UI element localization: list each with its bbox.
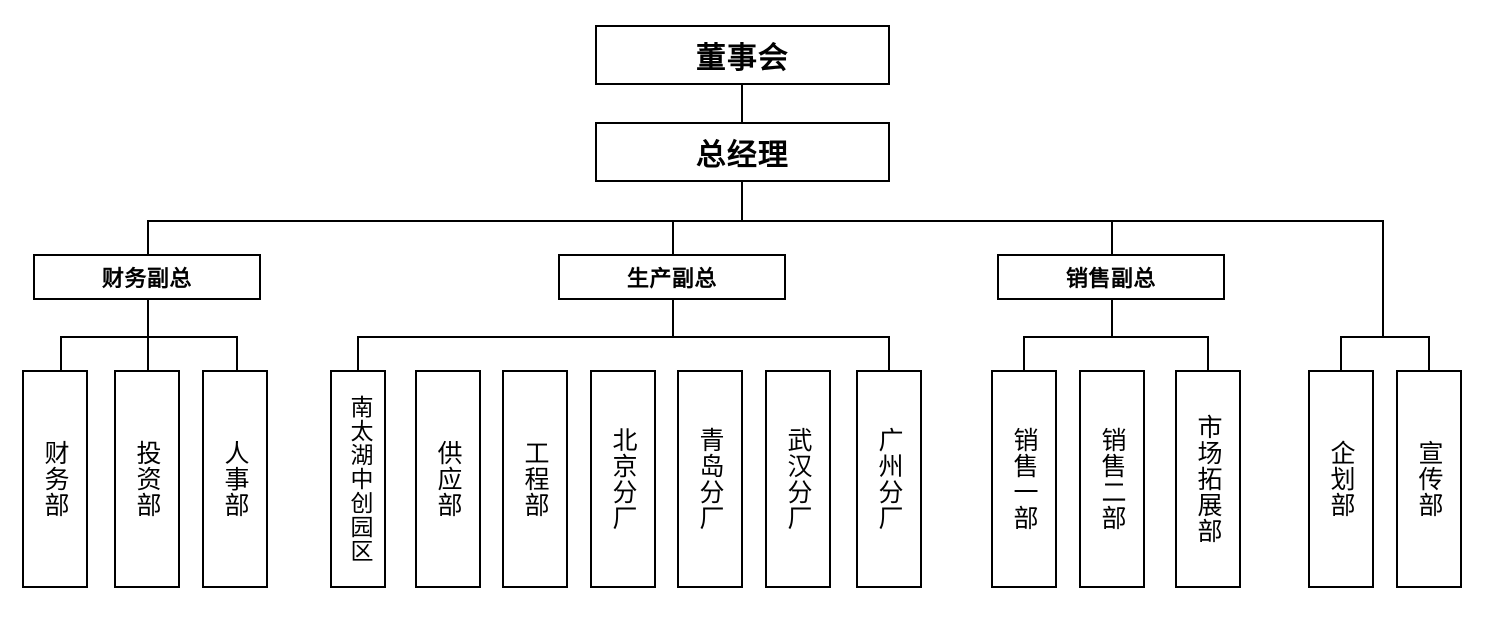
node-dept-production-4-label: 青岛分厂 (696, 427, 725, 531)
node-dept-finance-2[interactable]: 人事部 (202, 370, 268, 588)
node-dept-sales-2[interactable]: 市场拓展部 (1175, 370, 1241, 588)
node-dept-finance-0[interactable]: 财务部 (22, 370, 88, 588)
node-general-manager-label: 总经理 (696, 138, 789, 173)
node-dept-production-1[interactable]: 供应部 (415, 370, 481, 588)
node-dept-production-6[interactable]: 广州分厂 (856, 370, 922, 588)
connector-bus-to-vp-sales (1111, 220, 1113, 254)
node-general-manager[interactable]: 总经理 (595, 122, 890, 182)
node-dept-direct-1-label: 宣传部 (1415, 440, 1444, 518)
node-dept-production-3[interactable]: 北京分厂 (590, 370, 656, 588)
node-dept-production-3-label: 北京分厂 (609, 427, 638, 531)
connector-board-to-gm (741, 85, 743, 122)
node-dept-sales-0-label: 销售一部 (1010, 427, 1039, 531)
node-dept-sales-1[interactable]: 销售二部 (1079, 370, 1145, 588)
connector-main-bus (147, 220, 1384, 222)
connector-direct-bus (1340, 336, 1430, 338)
node-dept-finance-2-label: 人事部 (221, 440, 250, 518)
connector-gm-stem (741, 182, 743, 221)
connector-direct-to-dept-1 (1428, 336, 1430, 370)
node-dept-production-2-label: 工程部 (521, 440, 550, 518)
connector-production-to-dept-6 (888, 336, 890, 370)
node-dept-production-5-label: 武汉分厂 (784, 427, 813, 531)
node-dept-direct-0[interactable]: 企划部 (1308, 370, 1374, 588)
connector-production-to-dept-0 (357, 336, 359, 370)
connector-vp-sales-stem (1111, 300, 1113, 337)
node-vp-sales-label: 销售副总 (1065, 267, 1156, 292)
connector-finance-to-dept-1 (147, 336, 149, 370)
connector-finance-bus (60, 336, 238, 338)
node-dept-sales-0[interactable]: 销售一部 (991, 370, 1057, 588)
node-vp-finance[interactable]: 财务副总 (33, 254, 261, 300)
node-dept-production-5[interactable]: 武汉分厂 (765, 370, 831, 588)
node-dept-production-2[interactable]: 工程部 (502, 370, 568, 588)
node-dept-finance-0-label: 财务部 (41, 440, 70, 518)
connector-bus-to-vp-production (672, 220, 674, 254)
node-dept-sales-1-label: 销售二部 (1098, 427, 1127, 531)
connector-vp-finance-stem (147, 300, 149, 337)
node-dept-direct-1[interactable]: 宣传部 (1396, 370, 1462, 588)
node-vp-production[interactable]: 生产副总 (558, 254, 786, 300)
node-board-label: 董事会 (696, 41, 789, 76)
connector-finance-to-dept-0 (60, 336, 62, 370)
connector-vp-production-stem (672, 300, 674, 337)
node-dept-finance-1[interactable]: 投资部 (114, 370, 180, 588)
connector-direct-to-dept-0 (1340, 336, 1342, 370)
node-dept-direct-0-label: 企划部 (1327, 440, 1356, 518)
connector-production-bus (357, 336, 890, 338)
connector-sales-bus (1023, 336, 1208, 338)
node-dept-production-0-label: 南太湖中创园区 (345, 395, 372, 563)
node-dept-finance-1-label: 投资部 (133, 440, 162, 518)
node-dept-production-1-label: 供应部 (434, 440, 463, 518)
connector-bus-to-direct-branch (1382, 220, 1384, 337)
connector-bus-to-vp-finance (147, 220, 149, 254)
connector-sales-to-dept-2 (1207, 336, 1209, 370)
node-dept-production-4[interactable]: 青岛分厂 (677, 370, 743, 588)
node-dept-production-0[interactable]: 南太湖中创园区 (330, 370, 386, 588)
node-board[interactable]: 董事会 (595, 25, 890, 85)
node-vp-finance-label: 财务副总 (101, 267, 192, 292)
node-dept-sales-2-label: 市场拓展部 (1194, 414, 1223, 544)
connector-finance-to-dept-2 (236, 336, 238, 370)
node-dept-production-6-label: 广州分厂 (875, 427, 904, 531)
node-vp-production-label: 生产副总 (626, 267, 717, 292)
node-vp-sales[interactable]: 销售副总 (997, 254, 1225, 300)
connector-sales-to-dept-0 (1023, 336, 1025, 370)
